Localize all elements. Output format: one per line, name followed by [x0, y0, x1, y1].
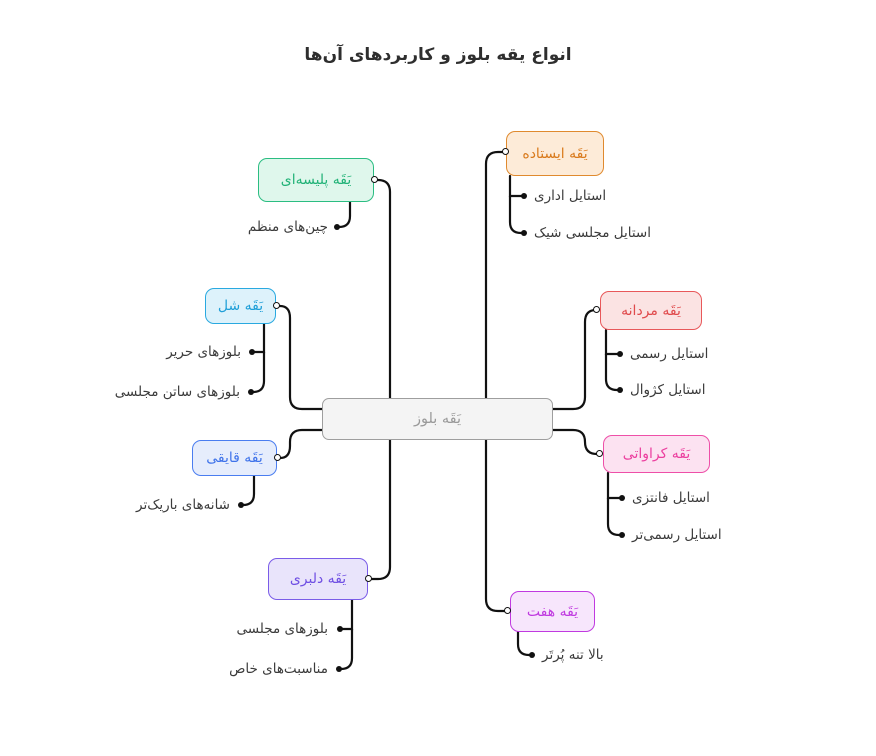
node-sweetheart-collar[interactable]: یَقَه دلبری — [268, 558, 368, 600]
port-mens-collar — [593, 306, 600, 313]
connector-mens — [551, 308, 598, 411]
node-mens-collar[interactable]: یَقَه مردانه — [600, 291, 702, 330]
node-standing-collar-label: یَقَه ایستاده — [522, 145, 588, 162]
dot-standing-1 — [521, 193, 527, 199]
port-loose-collar — [273, 302, 280, 309]
node-boat-collar-label: یَقَه قایقی — [206, 450, 263, 466]
leaf-boat-1 — [239, 473, 256, 507]
connector-boat — [278, 428, 324, 460]
connector-tie — [551, 428, 599, 456]
child-label-boat-1: شانه‌های باریک‌تر — [136, 497, 230, 513]
page-title: انواع یقه بلوز و کاربردهای آن‌ها — [304, 45, 572, 65]
connector-standing — [484, 150, 504, 400]
node-v-collar-label: یَقَه هفت — [526, 603, 579, 620]
port-standing-collar — [502, 148, 509, 155]
leaf-v-1 — [516, 630, 534, 657]
child-label-v-1: بالا تنه پُرتَر — [542, 647, 604, 663]
dot-mens-1 — [617, 351, 623, 357]
dot-tie-2 — [619, 532, 625, 538]
child-label-sweetheart-1: بلوزهای مجلسی — [236, 621, 328, 637]
connector-v — [484, 438, 508, 613]
dot-loose-2 — [248, 389, 254, 395]
central-node[interactable]: یَقَه بلوز — [322, 398, 553, 440]
node-tie-collar[interactable]: یَقَه کراواتی — [603, 435, 710, 473]
node-pleated-collar-label: یَقَه پلیسه‌ای — [280, 172, 352, 188]
trunk-connectors — [278, 150, 599, 613]
leaf-loose-2 — [249, 350, 266, 394]
port-tie-collar — [596, 450, 603, 457]
child-label-standing-1: استایل اداری — [534, 188, 607, 204]
child-label-pleated-1: چین‌های منظم — [247, 219, 328, 235]
dot-loose-1 — [249, 349, 255, 355]
child-label-mens-1: استایل رسمی — [630, 346, 709, 362]
dot-boat-1 — [238, 502, 244, 508]
node-loose-collar[interactable]: یَقَه شل — [205, 288, 276, 324]
leaf-loose-1 — [250, 321, 266, 354]
port-v-collar — [504, 607, 511, 614]
dot-sweetheart-1 — [337, 626, 343, 632]
dot-standing-2 — [521, 230, 527, 236]
connector-loose — [278, 304, 324, 411]
node-pleated-collar[interactable]: یَقَه پلیسه‌ای — [258, 158, 374, 202]
leaf-standing-2 — [508, 194, 526, 235]
child-label-standing-2: استایل مجلسی شیک — [534, 225, 651, 241]
child-label-mens-2: استایل کژوال — [630, 382, 706, 398]
node-standing-collar[interactable]: یَقَه ایستاده — [506, 131, 604, 176]
connector-sweetheart — [370, 438, 392, 581]
leaf-mens-2 — [604, 352, 622, 392]
dot-mens-2 — [617, 387, 623, 393]
node-tie-collar-label: یَقَه کراواتی — [622, 446, 691, 462]
connector-pleated — [372, 178, 392, 400]
child-label-loose-2: بلوزهای ساتن مجلسی — [114, 384, 240, 400]
child-label-tie-2: استایل رسمی‌تر — [632, 527, 722, 543]
leaf-sweetheart-2 — [337, 627, 354, 671]
port-sweetheart-collar — [365, 575, 372, 582]
port-pleated-collar — [371, 176, 378, 183]
node-sweetheart-collar-label: یَقَه دلبری — [289, 571, 347, 587]
child-label-sweetheart-2: مناسبت‌های خاص — [229, 661, 328, 677]
node-mens-collar-label: یَقَه مردانه — [621, 302, 681, 319]
leaf-tie-2 — [606, 496, 624, 537]
port-boat-collar — [274, 454, 281, 461]
child-label-loose-1: بلوزهای حریر — [166, 344, 241, 360]
leaf-pleated-1 — [335, 200, 352, 229]
child-label-tie-1: استایل فانتزی — [632, 490, 710, 506]
dot-tie-1 — [619, 495, 625, 501]
node-boat-collar[interactable]: یَقَه قایقی — [192, 440, 277, 476]
dot-v-1 — [529, 652, 535, 658]
central-node-label: یَقَه بلوز — [413, 411, 462, 427]
dot-pleated-1 — [334, 224, 340, 230]
node-v-collar[interactable]: یَقَه هفت — [510, 591, 595, 632]
node-loose-collar-label: یَقَه شل — [217, 298, 264, 314]
dot-sweetheart-2 — [336, 666, 342, 672]
leaf-sweetheart-1 — [338, 598, 354, 631]
